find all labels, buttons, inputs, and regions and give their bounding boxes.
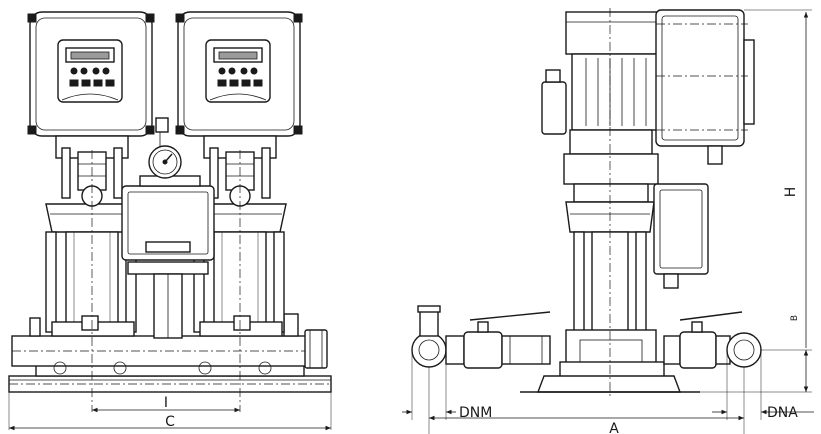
label-b: B: [790, 315, 800, 321]
pump-side-column: [520, 8, 700, 396]
pressure-gauge: [148, 145, 182, 179]
side-control-box: [653, 183, 709, 289]
pump-left: [27, 11, 155, 337]
label-dna: DNA: [767, 405, 798, 421]
label-c: C: [165, 414, 175, 430]
pump-right: [175, 11, 303, 337]
suction-pipe-left: [411, 305, 551, 369]
manifold-pipe: [11, 313, 328, 375]
control-panel-center: [121, 117, 215, 339]
label-a: A: [609, 421, 619, 434]
label-i: I: [164, 395, 168, 411]
discharge-pipe-right: [663, 311, 762, 369]
label-dnm: DNM: [459, 405, 492, 421]
front-view: I C: [8, 11, 332, 431]
label-h: H: [783, 187, 799, 198]
base-frame: [8, 363, 332, 393]
pump-side-motor: [541, 9, 755, 165]
side-view: B H DNM DNA A: [402, 8, 814, 434]
